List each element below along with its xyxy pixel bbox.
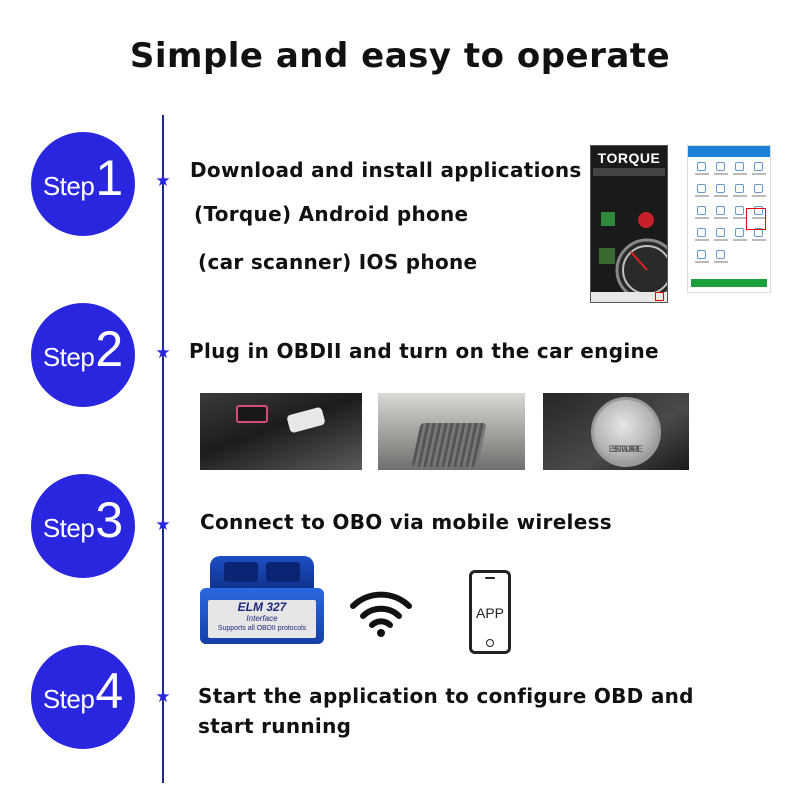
elm327-connector — [210, 556, 314, 592]
obd-port — [236, 405, 268, 423]
torque-nav-bar — [591, 292, 667, 302]
timeline-line — [162, 115, 164, 783]
brake-pedal-photo — [378, 393, 525, 470]
star-icon: ★ — [155, 687, 171, 707]
step-word: Step — [42, 342, 95, 372]
car-scanner-header — [688, 146, 770, 157]
obd-port-photo — [200, 393, 362, 470]
car-scanner-secondary-button — [743, 279, 767, 287]
torque-title: TORQUE — [597, 150, 661, 166]
phone-speaker — [485, 577, 495, 579]
pedal — [411, 423, 487, 467]
step-word: Step — [42, 684, 95, 714]
step-4-text-line-2: start running — [198, 714, 352, 738]
step-1-text-line-1: Download and install applications — [190, 158, 582, 182]
star-icon: ★ — [155, 515, 171, 535]
torque-dashboard-graphic — [599, 212, 667, 294]
phone-home-button — [486, 639, 494, 647]
phone-app-label: APP — [475, 605, 504, 621]
step-number: 4 — [95, 663, 124, 719]
step-word: Step — [42, 513, 95, 543]
step-4-text-line-1: Start the application to configure OBD a… — [198, 684, 694, 708]
step-3-text: Connect to OBO via mobile wireless — [200, 510, 612, 534]
step-word: Step — [42, 171, 95, 201]
car-scanner-app-screenshot — [687, 145, 771, 293]
wifi-icon — [350, 591, 412, 637]
step-number: 3 — [95, 492, 124, 548]
star-icon: ★ — [155, 171, 171, 191]
step-2-text: Plug in OBDII and turn on the car engine — [189, 339, 659, 363]
page-title: Simple and easy to operate — [129, 36, 671, 76]
step-1-text-line-2: (Torque) Android phone — [194, 202, 469, 226]
car-scanner-connect-button — [691, 279, 743, 287]
car-scanner-menu-grid — [692, 160, 768, 270]
phone-icon: APP — [469, 570, 511, 654]
torque-subtitle-bar — [593, 168, 665, 176]
torque-app-screenshot: TORQUE — [590, 145, 668, 303]
elm327-label: ELM 327 Interface Supports all OBDII pro… — [208, 600, 316, 638]
step-1-text-line-3: (car scanner) IOS phone — [198, 250, 478, 274]
step-number: 2 — [95, 321, 124, 377]
elm327-device: ELM 327 Interface Supports all OBDII pro… — [200, 556, 324, 646]
car-scanner-highlight-box — [746, 208, 766, 230]
star-icon: ★ — [155, 343, 171, 363]
torque-highlight-box — [655, 292, 664, 301]
step-number: 1 — [95, 150, 124, 206]
obd-plug — [286, 406, 326, 434]
